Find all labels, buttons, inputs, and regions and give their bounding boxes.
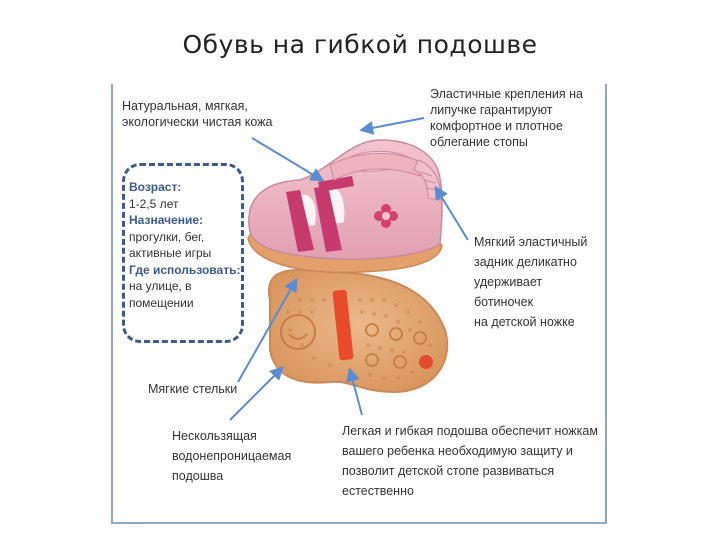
callout-insoles: Мягкие стельки (148, 382, 238, 396)
callout-arrows (229, 117, 469, 421)
content-frame (111, 84, 607, 524)
purpose-label: Назначение: (129, 213, 204, 227)
purpose-value: прогулки, бег, (129, 229, 205, 244)
callout-leather: Натуральная, мягкая, экологически чистая… (122, 99, 273, 129)
info-box-border (122, 163, 244, 343)
info-box: Возраст: 1-2,5 лет Назначение: прогулки,… (129, 179, 240, 311)
callout-sole: Легкая и гибкая подошва обеспечит ножкам… (342, 424, 598, 498)
callout-heel: Мягкий эластичный задник деликатно удерж… (474, 235, 588, 329)
age-label: Возраст: (129, 180, 182, 194)
sole-view (267, 268, 449, 394)
where-value: на улице, в (129, 279, 192, 293)
slide-title: Обувь на гибкой подошве (182, 30, 538, 59)
age-value: 1-2,5 лет (129, 196, 179, 211)
where-label: Где использовать: (129, 262, 241, 277)
shoe-side-view (247, 139, 443, 274)
callout-nonslip: Нескользящая водонепроницаемая подошва (172, 429, 292, 483)
callout-velcro: Эластичные крепления на липучке гарантир… (430, 87, 583, 149)
where-value: помещении (129, 295, 194, 310)
purpose-value: активные игры (129, 246, 212, 260)
